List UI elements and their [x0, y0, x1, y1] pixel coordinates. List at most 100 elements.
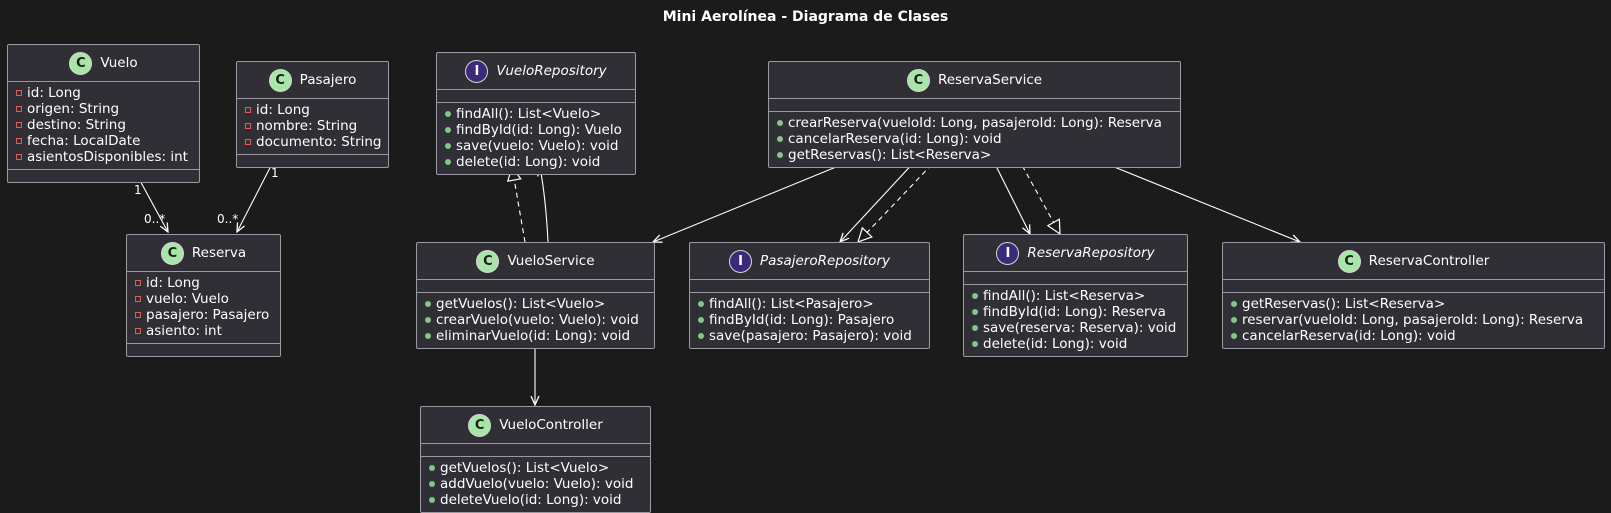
public-marker-icon	[445, 143, 451, 149]
method: save(reserva: Reserva): void	[983, 320, 1177, 336]
mult-vuelo-target: 0..*	[144, 212, 165, 226]
methods-section	[8, 170, 199, 182]
private-marker-icon	[135, 328, 141, 334]
private-marker-icon	[245, 107, 251, 113]
private-marker-icon	[16, 106, 22, 112]
field: asientosDisponibles: int	[27, 149, 188, 165]
method: findAll(): List<Pasajero>	[709, 296, 874, 312]
method: getVuelos(): List<Vuelo>	[440, 460, 610, 476]
field: documento: String	[256, 134, 382, 150]
private-marker-icon	[245, 123, 251, 129]
class-badge-icon: C	[160, 241, 184, 265]
class-name: ReservaController	[1368, 253, 1490, 269]
method: getReservas(): List<Reserva>	[788, 147, 992, 163]
public-marker-icon	[777, 152, 783, 158]
method: reservar(vueloId: Long, pasajeroId: Long…	[1242, 312, 1584, 328]
class-name: ReservaService	[937, 72, 1043, 88]
interface-badge-icon: I	[996, 241, 1020, 265]
field: fecha: LocalDate	[27, 133, 141, 149]
fields-section	[417, 280, 654, 293]
public-marker-icon	[1231, 301, 1237, 307]
method: delete(id: Long): void	[983, 336, 1128, 352]
private-marker-icon	[135, 280, 141, 286]
interface-name: VueloRepository	[496, 63, 607, 79]
edge-reservaservice-reservacontroller	[1091, 157, 1300, 242]
public-marker-icon	[425, 301, 431, 307]
public-marker-icon	[1231, 333, 1237, 339]
public-marker-icon	[972, 341, 978, 347]
mult-pasajero-target: 0..*	[217, 212, 238, 226]
mult-pasajero-source: 1	[271, 166, 279, 180]
public-marker-icon	[429, 497, 435, 503]
method: findAll(): List<Reserva>	[983, 288, 1146, 304]
class-name: Reserva	[191, 245, 247, 261]
edge-vuelo-reserva	[137, 176, 168, 232]
method: cancelarReserva(id: Long): void	[788, 131, 1002, 147]
class-badge-icon: C	[69, 51, 93, 75]
method: crearVuelo(vuelo: Vuelo): void	[436, 312, 639, 328]
interface-pasajero-repository[interactable]: I PasajeroRepository findAll(): List<Pasa…	[689, 242, 930, 349]
private-marker-icon	[135, 312, 141, 318]
field: asiento: int	[146, 323, 222, 339]
interface-name: PasajeroRepository	[760, 253, 890, 269]
fields-section	[1223, 280, 1604, 293]
methods-section: crearReserva(vueloId: Long, pasajeroId: …	[769, 112, 1180, 167]
fields-section: id: Long nombre: String documento: Strin…	[237, 99, 388, 155]
diagram-title: Mini Aerolínea - Diagrama de Clases	[662, 9, 949, 25]
public-marker-icon	[698, 317, 704, 323]
field: nombre: String	[256, 118, 358, 134]
edge-vueloservice-vuelorepository	[540, 167, 549, 243]
class-reserva-controller[interactable]: C ReservaController getReservas(): List<R…	[1222, 242, 1605, 349]
method: save(vuelo: Vuelo): void	[456, 138, 619, 154]
class-name: VueloController	[499, 417, 603, 433]
mult-vuelo-source: 1	[134, 183, 142, 197]
field: id: Long	[27, 85, 81, 101]
public-marker-icon	[972, 309, 978, 315]
public-marker-icon	[972, 293, 978, 299]
public-marker-icon	[698, 301, 704, 307]
method: findById(id: Long): Reserva	[983, 304, 1166, 320]
class-badge-icon: C	[268, 68, 292, 92]
methods-section: findAll(): List<Reserva> findById(id: Lo…	[964, 285, 1187, 356]
method: cancelarReserva(id: Long): void	[1242, 328, 1456, 344]
interface-badge-icon: I	[465, 59, 489, 83]
method: findById(id: Long): Pasajero	[709, 312, 895, 328]
method: deleteVuelo(id: Long): void	[440, 492, 622, 508]
private-marker-icon	[135, 296, 141, 302]
public-marker-icon	[698, 333, 704, 339]
method: findAll(): List<Vuelo>	[456, 106, 602, 122]
methods-section	[237, 155, 388, 167]
method: eliminarVuelo(id: Long): void	[436, 328, 631, 344]
method: crearReserva(vueloId: Long, pasajeroId: …	[788, 115, 1162, 131]
class-vuelo-service[interactable]: C VueloService getVuelos(): List<Vuelo> c…	[416, 242, 655, 349]
field: origen: String	[27, 101, 120, 117]
edge-pasajero-reserva	[237, 157, 276, 232]
method: addVuelo(vuelo: Vuelo): void	[440, 476, 634, 492]
public-marker-icon	[445, 111, 451, 117]
public-marker-icon	[429, 481, 435, 487]
fields-section	[769, 99, 1180, 112]
method: findById(id: Long): Vuelo	[456, 122, 622, 138]
fields-section	[964, 272, 1187, 285]
methods-section: getReservas(): List<Reserva> reservar(vu…	[1223, 293, 1604, 348]
public-marker-icon	[777, 120, 783, 126]
method: save(pasajero: Pasajero): void	[709, 328, 912, 344]
field: id: Long	[146, 275, 200, 291]
method: delete(id: Long): void	[456, 154, 601, 170]
edge-reservaservice-reservarepository	[991, 157, 1030, 234]
public-marker-icon	[777, 136, 783, 142]
class-name: VueloService	[507, 253, 595, 269]
class-badge-icon: C	[476, 249, 500, 273]
method: getVuelos(): List<Vuelo>	[436, 296, 606, 312]
class-badge-icon: C	[1337, 249, 1361, 273]
field: vuelo: Vuelo	[146, 291, 229, 307]
edge-reservaservice-pasajerorepository	[840, 157, 919, 242]
interface-badge-icon: I	[729, 249, 752, 273]
